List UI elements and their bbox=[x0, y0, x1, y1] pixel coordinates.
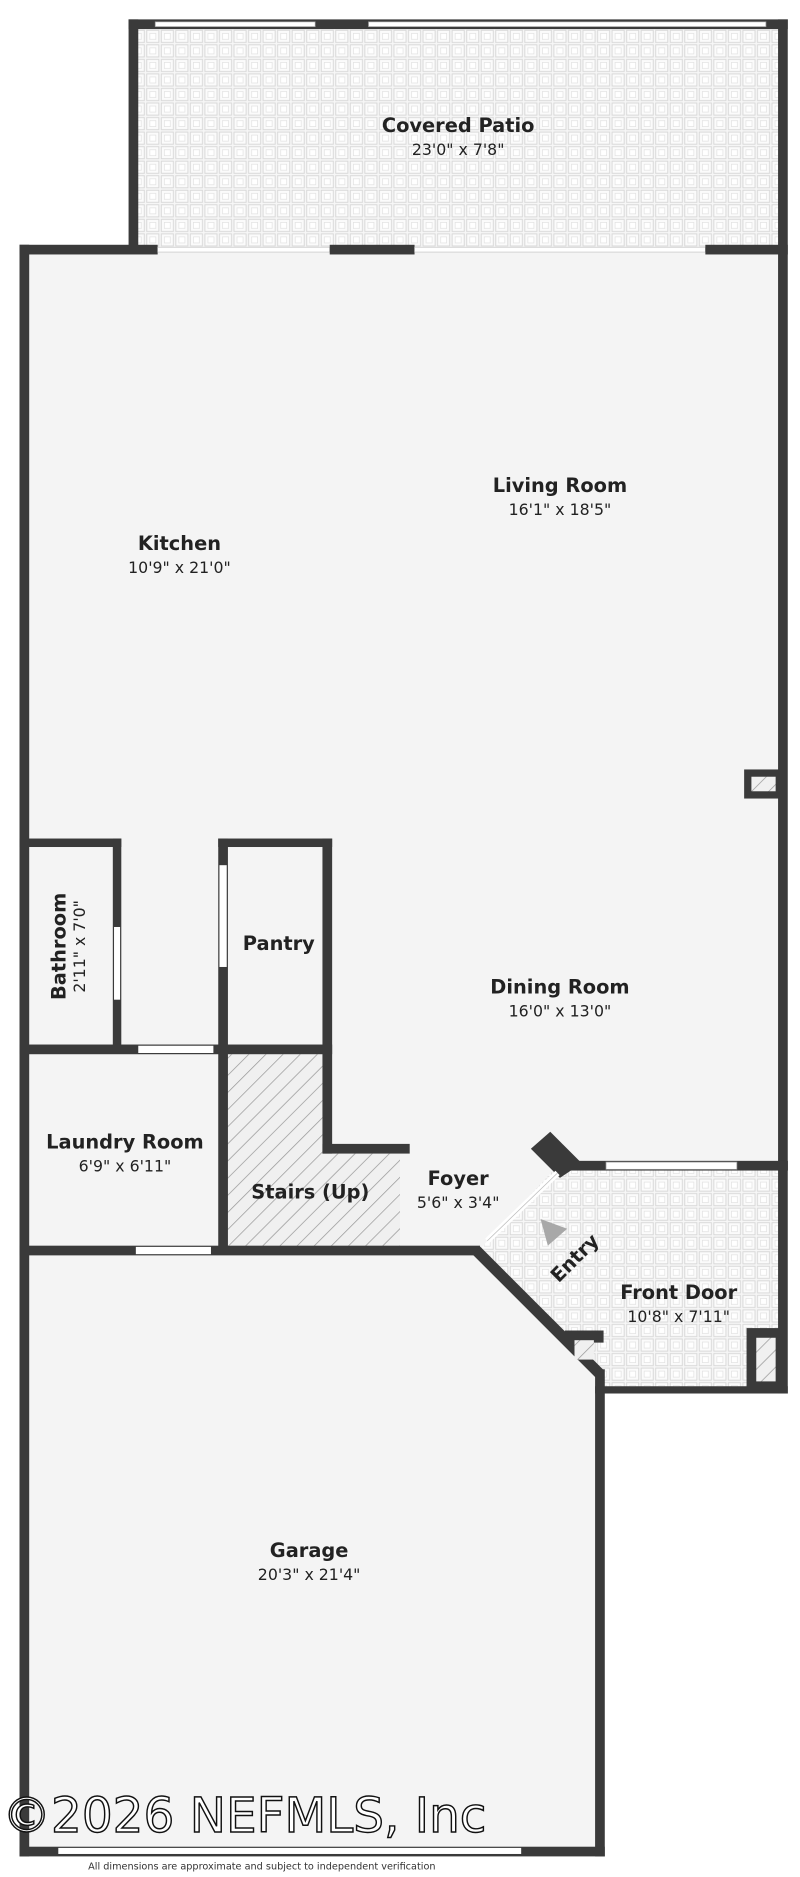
room-name-dining-room: Dining Room bbox=[490, 976, 629, 999]
wall bbox=[778, 1160, 788, 1394]
room-name-stairs: Stairs (Up) bbox=[251, 1180, 369, 1203]
door-opening bbox=[135, 1246, 211, 1255]
window bbox=[368, 21, 767, 28]
room-name-kitchen: Kitchen bbox=[138, 532, 221, 555]
door-opening bbox=[138, 1045, 214, 1054]
patio-floor bbox=[130, 21, 783, 250]
room-name-living-room: Living Room bbox=[493, 474, 627, 497]
room-dims-garage: 20'3" x 21'4" bbox=[258, 1565, 361, 1584]
entry-arrow-icon bbox=[540, 1219, 568, 1246]
wall bbox=[218, 838, 333, 848]
wall bbox=[595, 1386, 788, 1394]
wall-post bbox=[530, 1131, 582, 1178]
wall bbox=[778, 19, 788, 1171]
room-name-covered-patio: Covered Patio bbox=[382, 114, 535, 137]
wall bbox=[705, 244, 788, 255]
footer-disclaimer: All dimensions are approximate and subje… bbox=[88, 1862, 435, 1873]
opening bbox=[157, 246, 331, 253]
post-hatch bbox=[574, 1340, 594, 1360]
room-dims-living-room: 16'1" x 18'5" bbox=[509, 500, 612, 519]
room-name-garage: Garage bbox=[270, 1539, 349, 1562]
watermark: ©2026 NEFMLS, Inc bbox=[3, 1788, 487, 1844]
room-dims-front-door: 10'8" x 7'11" bbox=[627, 1307, 730, 1326]
wall bbox=[322, 1143, 410, 1154]
opening bbox=[414, 246, 706, 253]
front-door-floor bbox=[476, 1165, 783, 1392]
window bbox=[605, 1161, 738, 1170]
room-dims-covered-patio: 23'0" x 7'8" bbox=[412, 140, 505, 159]
post-hatch bbox=[756, 1337, 776, 1382]
room-dims-dining-room: 16'0" x 13'0" bbox=[509, 1002, 612, 1021]
wall bbox=[19, 838, 122, 848]
door-opening bbox=[114, 926, 121, 1000]
room-dims-laundry-room: 6'9" x 6'11" bbox=[79, 1157, 172, 1176]
post-hatch bbox=[751, 776, 776, 792]
garage-door-opening bbox=[58, 1847, 522, 1854]
garage-floor bbox=[21, 1252, 600, 1854]
wall bbox=[128, 19, 139, 253]
room-name-bathroom: Bathroom bbox=[48, 893, 71, 1000]
room-dims-bathroom: 2'11" x 7'0" bbox=[70, 900, 89, 993]
room-dims-foyer: 5'6" x 3'4" bbox=[417, 1193, 500, 1212]
wall bbox=[19, 244, 158, 255]
room-name-pantry: Pantry bbox=[243, 932, 315, 955]
wall bbox=[322, 838, 333, 1154]
wall-post bbox=[564, 1330, 604, 1343]
room-dims-kitchen: 10'9" x 21'0" bbox=[128, 558, 231, 577]
stairs-hatch bbox=[225, 1054, 400, 1249]
wall bbox=[19, 1245, 480, 1256]
wall bbox=[595, 1369, 605, 1857]
door-opening bbox=[219, 865, 227, 967]
room-name-foyer: Foyer bbox=[428, 1167, 490, 1190]
door-opening-edge bbox=[486, 1172, 558, 1242]
main-floor bbox=[21, 247, 783, 1253]
window bbox=[154, 21, 316, 28]
room-name-laundry-room: Laundry Room bbox=[46, 1131, 204, 1154]
room-name-front-door: Front Door bbox=[620, 1281, 737, 1304]
wall bbox=[329, 244, 415, 255]
